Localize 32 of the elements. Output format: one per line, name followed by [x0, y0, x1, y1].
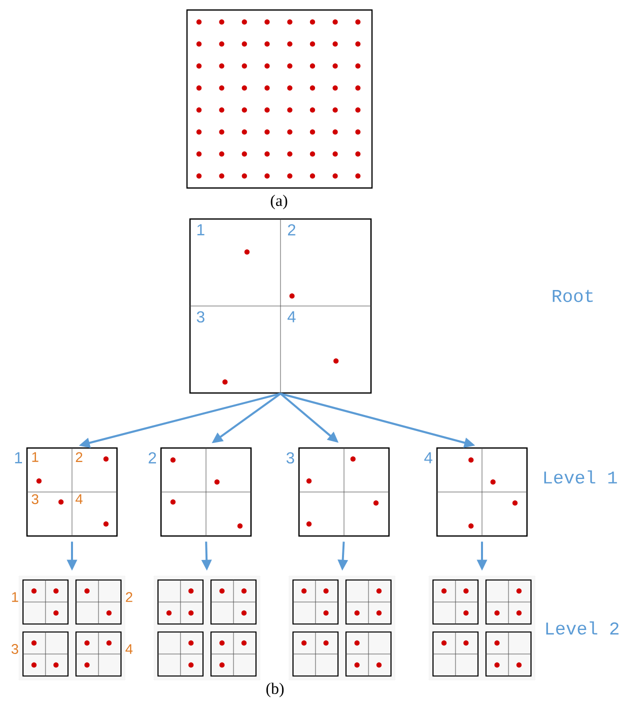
quadtree-box [485, 579, 532, 625]
box-number: 1 [12, 592, 18, 602]
quadtree-box [432, 579, 479, 625]
box-number: 4 [126, 644, 133, 654]
quadrant-number: 3 [32, 494, 38, 504]
box-number: 3 [286, 452, 294, 464]
level-label: Root [552, 290, 593, 302]
quadtree-box [432, 631, 479, 677]
quadtree-box [210, 631, 257, 677]
quadtree-box [345, 579, 392, 625]
box-number: 4 [424, 452, 432, 464]
quadrant-number: 4 [288, 311, 296, 322]
box-number: 1 [15, 452, 22, 464]
quadrant-number: 2 [76, 452, 82, 462]
caption: (b) [266, 682, 284, 698]
box-number: 3 [12, 644, 18, 654]
quadrant-number: 3 [196, 311, 204, 323]
quadtree-box [485, 631, 532, 677]
quadtree-box [345, 631, 392, 677]
quadrant-number: 2 [288, 224, 296, 236]
box-number: 2 [148, 452, 156, 464]
quadrant-number: 1 [32, 452, 38, 462]
quadrant-number: 1 [197, 224, 204, 236]
level-label: Level 1 [544, 470, 617, 484]
quadtree-box [157, 579, 204, 625]
quadtree-box [292, 631, 339, 677]
box-number: 2 [126, 592, 132, 602]
quadrant-number: 4 [76, 494, 83, 504]
quadtree-box [210, 579, 257, 625]
quadtree-box [157, 631, 204, 677]
level-label: Level 2 [546, 621, 619, 635]
quadtree-box [292, 579, 339, 625]
